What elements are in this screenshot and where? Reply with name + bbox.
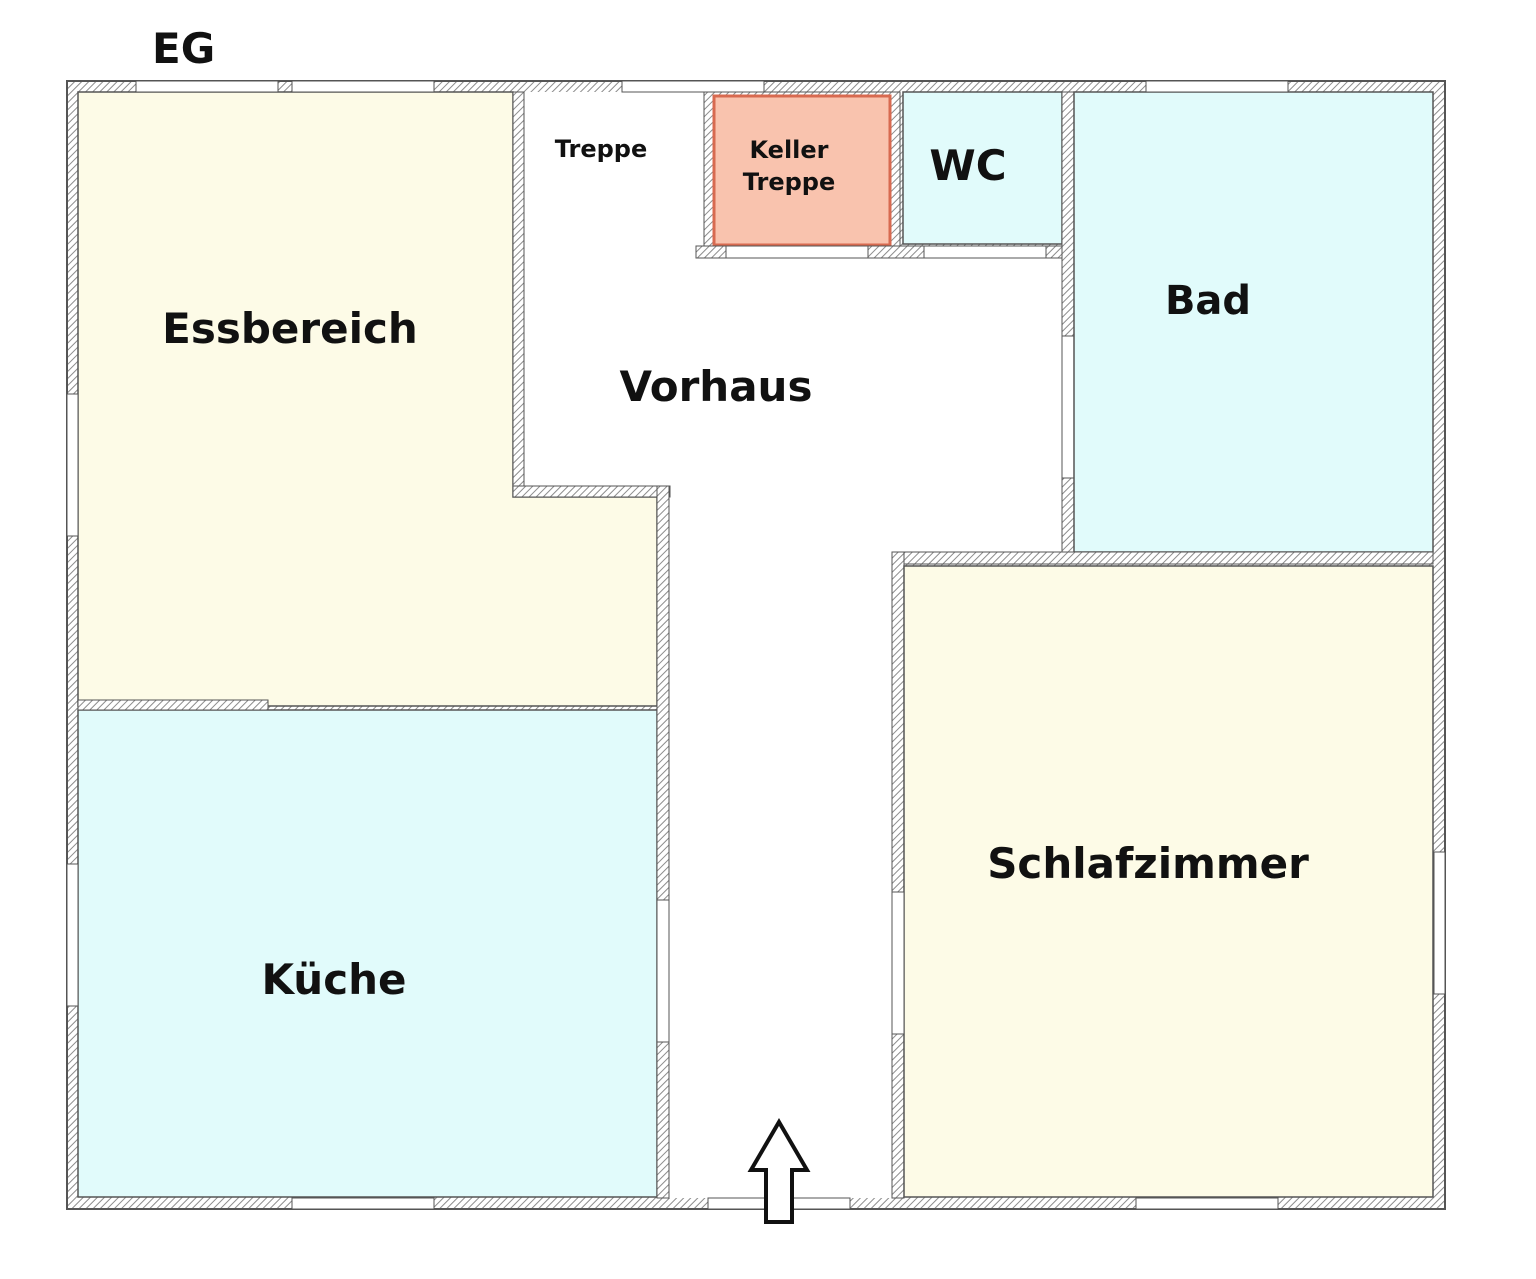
- door-opening-wc: [923, 245, 1047, 259]
- wall-bad-left: [1061, 91, 1075, 553]
- room-kueche: [77, 709, 658, 1198]
- room-wc: [902, 91, 1063, 245]
- floor-label: EG: [152, 24, 215, 73]
- wall-dining-kitchen: [77, 699, 269, 711]
- door-opening-cellar: [725, 245, 869, 259]
- wall-hall-step: [512, 485, 671, 498]
- wall-bedroom-left: [891, 551, 905, 1199]
- wall-hall-left-lower: [656, 485, 670, 1199]
- label-wc: WC: [929, 141, 1006, 190]
- room-bad: [1073, 91, 1434, 553]
- wall-above-bedroom: [891, 551, 1434, 565]
- label-essbereich: Essbereich: [162, 304, 418, 353]
- label-keller-line2: Treppe: [743, 168, 835, 196]
- label-keller-line1: Keller: [749, 136, 828, 164]
- label-treppe: Treppe: [555, 135, 647, 163]
- label-vorhaus: Vorhaus: [620, 362, 813, 411]
- hall-area: [524, 92, 1062, 1198]
- room-keller-treppe: [712, 94, 892, 247]
- internal-openings: [656, 891, 905, 1043]
- wall-hall-left-upper: [512, 91, 525, 498]
- entrance-arrow-icon: [747, 1118, 811, 1224]
- label-kueche: Küche: [262, 955, 407, 1004]
- label-schlafzimmer: Schlafzimmer: [987, 839, 1309, 888]
- label-bad: Bad: [1165, 278, 1251, 324]
- door-opening-bad: [1061, 335, 1075, 479]
- room-schlafzimmer: [903, 565, 1434, 1198]
